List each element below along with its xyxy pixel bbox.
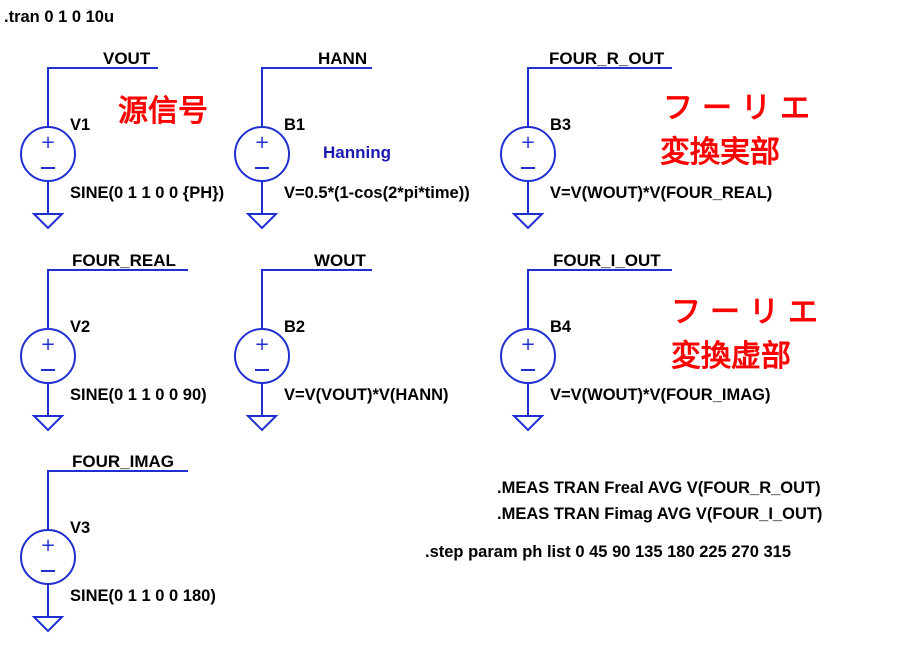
ground-icon — [511, 415, 545, 432]
wire-hann — [261, 67, 372, 126]
annotation-fourier-imag-line2: 変換虚部 — [671, 339, 791, 374]
plus-sign: + — [254, 132, 269, 153]
plus-sign: + — [40, 132, 55, 153]
component-value: V=0.5*(1-cos(2*pi*time)) — [284, 184, 470, 202]
wire-four-imag — [47, 470, 188, 529]
wire-vout — [47, 67, 158, 126]
annotation-fourier-real-line2: 変換実部 — [660, 135, 780, 170]
plus-sign: + — [40, 535, 55, 556]
annotation-source-signal: 源信号 — [118, 94, 208, 129]
component-name: V2 — [70, 318, 90, 336]
source-v2[interactable]: + FOUR_REAL V2 SINE(0 1 1 0 0 90) — [20, 251, 207, 432]
component-value: SINE(0 1 1 0 0 90) — [70, 386, 207, 404]
plus-sign: + — [520, 334, 535, 355]
net-label: FOUR_I_OUT — [553, 251, 661, 270]
annotation-fourier-real-line1: フーリエ — [663, 91, 819, 126]
meas-fimag-directive[interactable]: .MEAS TRAN Fimag AVG V(FOUR_I_OUT) — [497, 505, 822, 523]
ground-icon — [245, 213, 279, 230]
plus-sign: + — [40, 334, 55, 355]
net-label: HANN — [318, 49, 367, 68]
component-value: SINE(0 1 1 0 0 180) — [70, 587, 216, 605]
meas-freal-directive[interactable]: .MEAS TRAN Freal AVG V(FOUR_R_OUT) — [497, 479, 821, 497]
ground-icon — [31, 616, 65, 633]
source-b2[interactable]: + WOUT B2 V=V(VOUT)*V(HANN) — [234, 251, 449, 432]
net-label: VOUT — [103, 49, 151, 68]
wire-four-i-out — [527, 269, 672, 328]
net-label: FOUR_REAL — [72, 251, 176, 270]
ground-icon — [31, 415, 65, 432]
component-value: V=V(WOUT)*V(FOUR_IMAG) — [550, 386, 770, 404]
net-label: WOUT — [314, 251, 367, 270]
source-b3[interactable]: + FOUR_R_OUT B3 V=V(WOUT)*V(FOUR_REAL) — [500, 49, 772, 230]
component-name: B4 — [550, 318, 572, 336]
ground-icon — [245, 415, 279, 432]
ground-icon — [511, 213, 545, 230]
tran-directive[interactable]: .tran 0 1 0 10u — [4, 8, 114, 26]
net-label: FOUR_IMAG — [72, 452, 174, 471]
wire-four-real — [47, 269, 188, 328]
component-value: SINE(0 1 1 0 0 {PH}) — [70, 184, 224, 202]
source-b1[interactable]: + HANN B1 V=0.5*(1-cos(2*pi*time)) — [234, 49, 470, 230]
wire-four-r-out — [527, 67, 672, 126]
plus-sign: + — [520, 132, 535, 153]
component-name: B1 — [284, 116, 305, 134]
component-value: V=V(WOUT)*V(FOUR_REAL) — [550, 184, 772, 202]
component-name: V1 — [70, 116, 90, 134]
source-v3[interactable]: + FOUR_IMAG V3 SINE(0 1 1 0 0 180) — [20, 452, 216, 633]
plus-sign: + — [254, 334, 269, 355]
net-label: FOUR_R_OUT — [549, 49, 665, 68]
wire-wout — [261, 269, 372, 328]
component-name: V3 — [70, 519, 90, 537]
step-param-directive[interactable]: .step param ph list 0 45 90 135 180 225 … — [425, 543, 791, 561]
ground-icon — [31, 213, 65, 230]
annotation-hanning: Hanning — [323, 143, 391, 162]
component-name: B3 — [550, 116, 571, 134]
component-value: V=V(VOUT)*V(HANN) — [284, 386, 449, 404]
annotation-fourier-imag-line1: フーリエ — [671, 295, 827, 330]
source-b4[interactable]: + FOUR_I_OUT B4 V=V(WOUT)*V(FOUR_IMAG) — [500, 251, 770, 432]
source-v1[interactable]: + VOUT V1 SINE(0 1 1 0 0 {PH}) — [20, 49, 224, 230]
component-name: B2 — [284, 318, 305, 336]
